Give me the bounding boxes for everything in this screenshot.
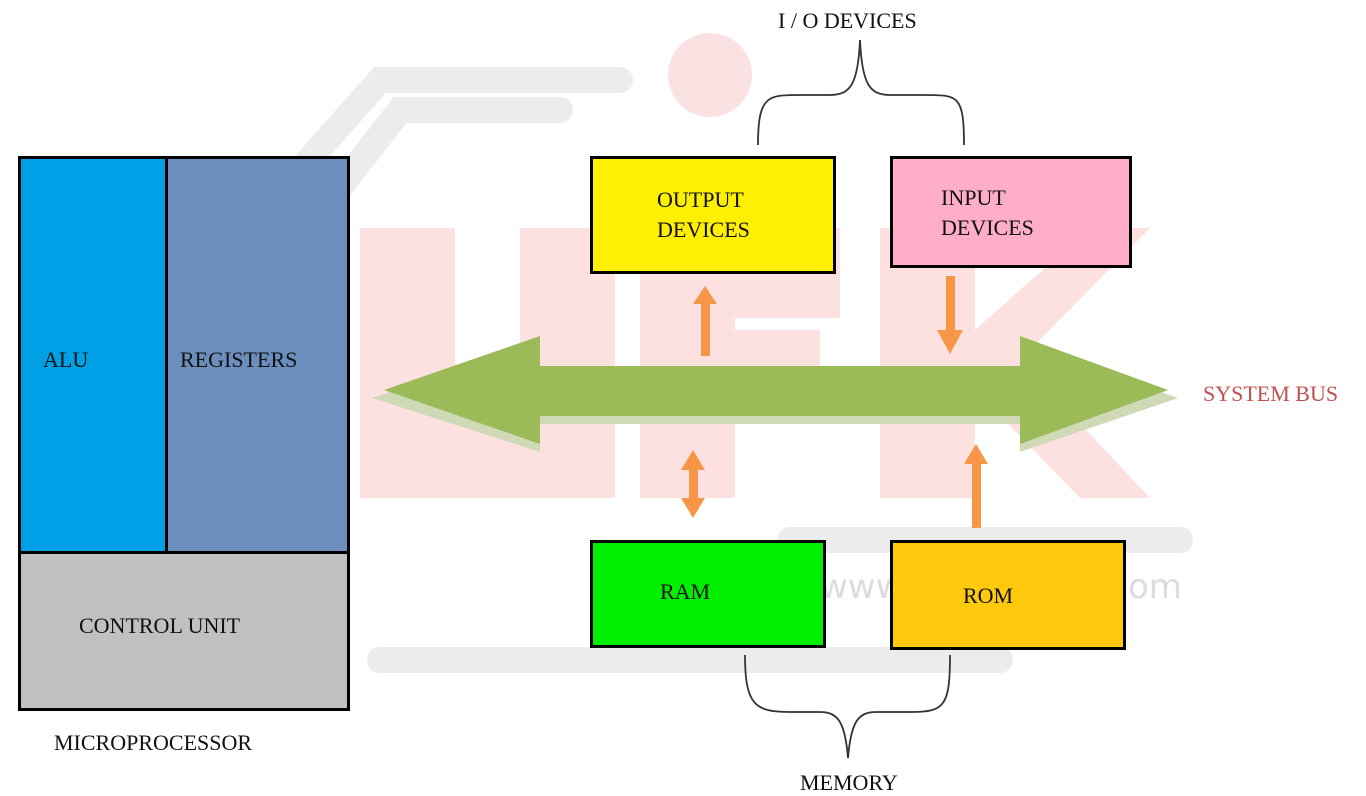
- output-arrow: [693, 286, 717, 356]
- memory-label: MEMORY: [800, 770, 898, 795]
- system-bus-arrow-body: [384, 336, 1168, 444]
- input-devices-label: INPUT DEVICES: [941, 185, 1034, 240]
- output-devices-label: OUTPUT DEVICES: [657, 187, 750, 242]
- registers-label: REGISTERS: [180, 347, 298, 372]
- input-arrow: [937, 276, 963, 354]
- system-bus-label: SYSTEM BUS: [1203, 381, 1339, 406]
- microprocessor-caption: MICROPROCESSOR: [54, 730, 253, 755]
- rom-arrow: [964, 444, 988, 528]
- registers-block: REGISTERS: [165, 156, 350, 554]
- input-devices-box: INPUT DEVICES: [890, 156, 1132, 268]
- alu-label: ALU: [43, 347, 89, 372]
- control-unit-label: CONTROL UNIT: [79, 613, 241, 638]
- ram-arrow: [681, 450, 705, 518]
- rom-box: ROM: [890, 540, 1126, 650]
- alu-block: ALU: [18, 156, 168, 554]
- control-unit-block: CONTROL UNIT: [18, 551, 350, 711]
- output-devices-box: OUTPUT DEVICES: [590, 156, 836, 274]
- io-brace: [757, 39, 965, 146]
- memory-brace: [744, 654, 951, 759]
- ram-label: RAM: [660, 579, 711, 604]
- ram-box: RAM: [590, 540, 826, 648]
- io-devices-label: I / O DEVICES: [778, 8, 917, 33]
- rom-label: ROM: [963, 583, 1014, 608]
- watermark-url-end: om: [1128, 567, 1182, 607]
